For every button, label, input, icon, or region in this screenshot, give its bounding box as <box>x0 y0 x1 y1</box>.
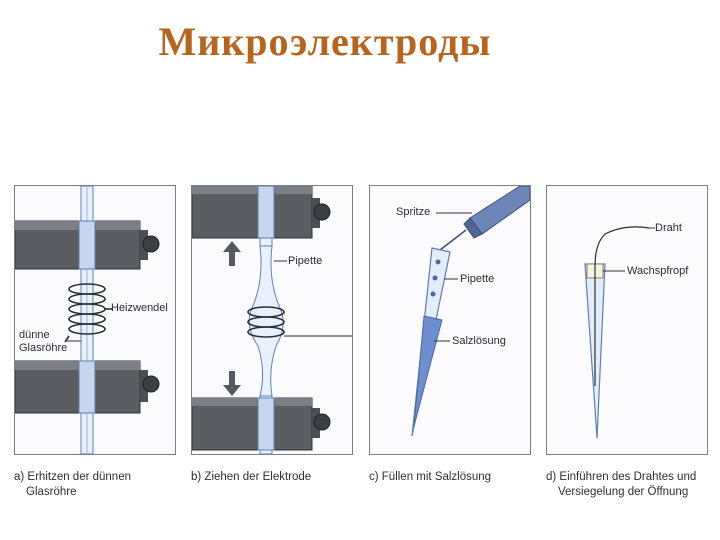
salzlosung-label: Salzlösung <box>452 335 506 347</box>
up-arrow-icon <box>223 241 241 266</box>
caption-b: b) Ziehen der Elektrode <box>191 470 311 485</box>
panel-b-pulling: Pipette <box>191 185 353 455</box>
wachspfropf-label: Wachspfropf <box>627 265 689 277</box>
glass-tube-label-line1: dünne <box>19 329 50 341</box>
spritze-label: Spritze <box>396 206 431 218</box>
heating-coil-icon <box>247 306 352 338</box>
down-arrow-icon <box>223 371 241 396</box>
pulled-glass-tube <box>248 245 284 397</box>
caption-a-line2: Glasröhre <box>26 486 77 498</box>
caption-d: d) Einführen des Drahtes und Versiegelun… <box>546 470 696 500</box>
syringe-icon <box>439 186 530 251</box>
caption-c: c) Füllen mit Salzlösung <box>369 470 491 485</box>
upper-clamp-block <box>192 186 331 239</box>
filling-diagram <box>411 186 530 437</box>
lower-clamp-block <box>15 360 160 414</box>
pipette-label: Pipette <box>288 255 323 267</box>
caption-a: a) Erhitzen der dünnen Glasröhre <box>14 470 131 500</box>
caption-d-line2: Versiegelung der Öffnung <box>558 486 689 498</box>
lower-clamp-block <box>192 397 331 451</box>
caption-a-line1: a) Erhitzen der dünnen <box>14 471 131 483</box>
heating-apparatus-diagram <box>15 186 160 454</box>
heizwendel-label: Heizwendel <box>111 302 168 314</box>
draht-label: Draht <box>655 222 682 234</box>
slide-title: Микроэлектроды <box>158 19 492 64</box>
caption-b-line1: b) Ziehen der Elektrode <box>191 471 312 483</box>
pulling-apparatus-diagram <box>192 186 352 454</box>
caption-c-line1: c) Füllen mit Salzlösung <box>369 471 492 483</box>
pipette-label: Pipette <box>460 273 495 285</box>
panel-d-wire-insertion: Draht Wachspfropf <box>546 185 708 455</box>
caption-d-line1: d) Einführen des Drahtes und <box>546 471 697 483</box>
panel-a-heating: Heizwendel dünne Glasröhre <box>14 185 176 455</box>
panel-c-filling: Spritze Pipette Salzlösung <box>369 185 531 455</box>
upper-clamp-block <box>15 220 160 270</box>
salt-solution <box>413 315 443 427</box>
glass-tube-label-line2: Glasröhre <box>19 342 68 354</box>
heating-coil-icon <box>64 283 113 343</box>
pipette-icon <box>411 247 451 437</box>
wire-icon <box>594 226 650 386</box>
wire-insertion-diagram <box>584 226 655 439</box>
